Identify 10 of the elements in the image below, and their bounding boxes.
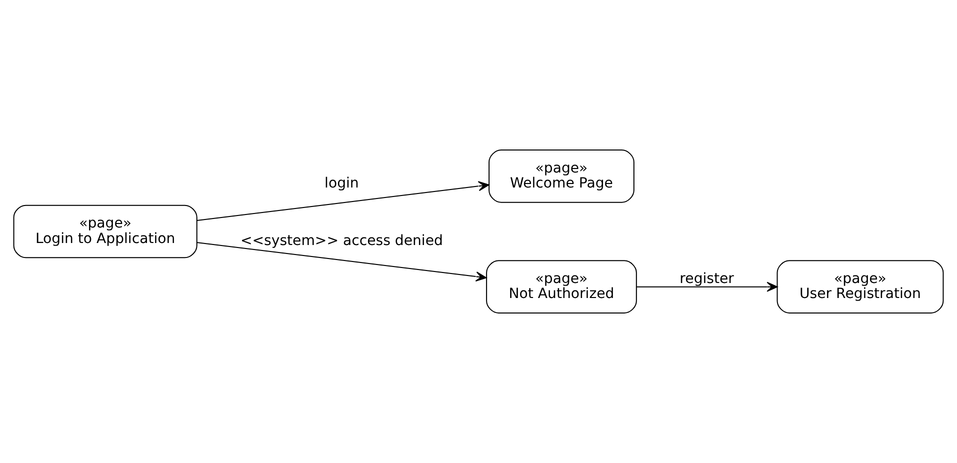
edge-label: login xyxy=(324,175,359,192)
edge-label: <<system>> access denied xyxy=(240,232,443,249)
node-box: «page» Welcome Page xyxy=(488,150,634,203)
edge-label: register xyxy=(680,271,734,287)
arrow xyxy=(196,242,487,282)
node-box: «page» Login to Application xyxy=(13,204,198,258)
arrow xyxy=(636,282,778,292)
arrow xyxy=(196,181,490,221)
node-box: «page» User Registration xyxy=(776,260,944,314)
node-box: «page» Not Authorized xyxy=(486,260,637,314)
